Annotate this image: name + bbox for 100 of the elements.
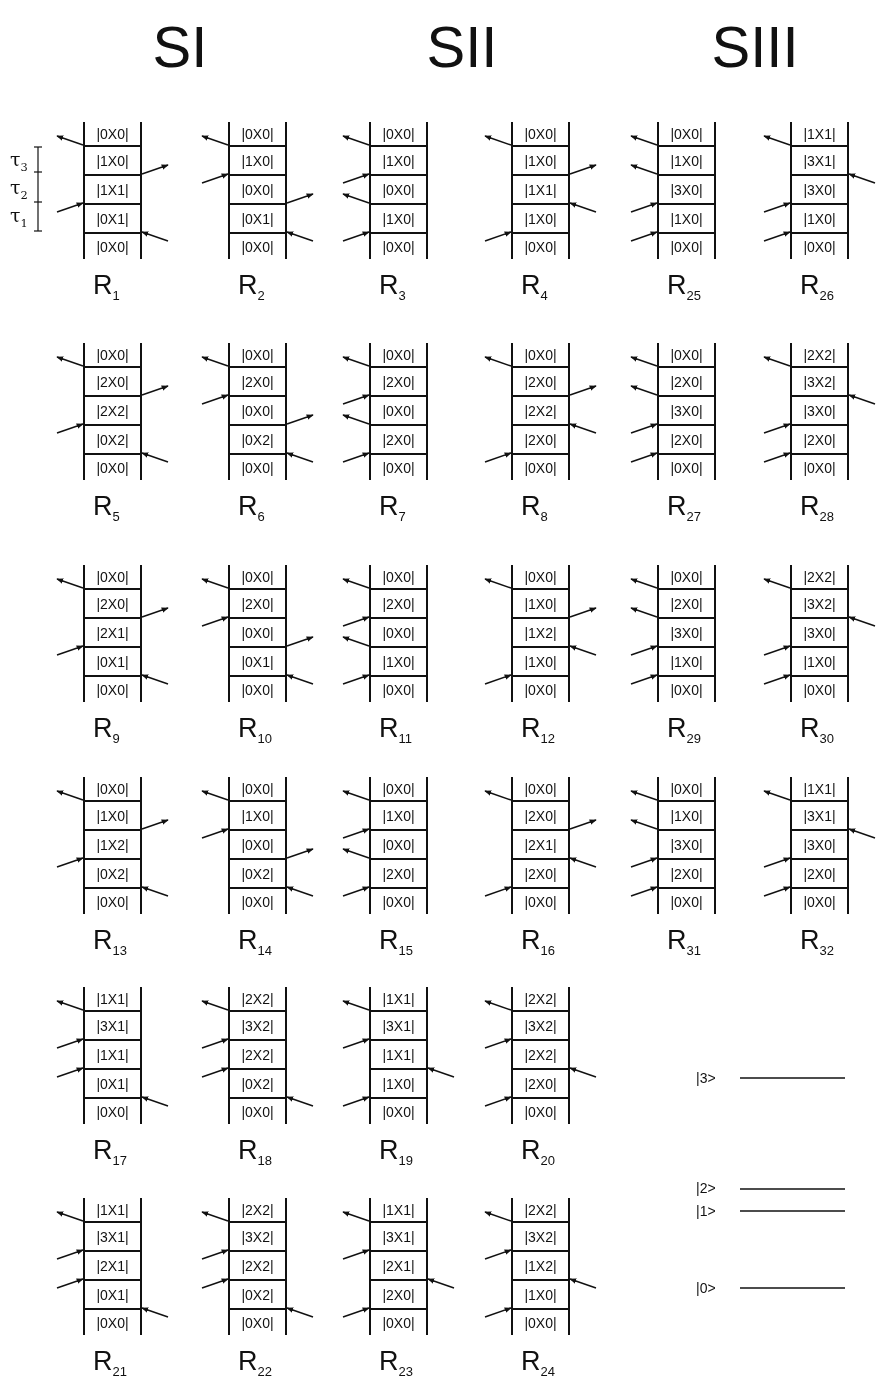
ladder-diagram — [511, 343, 570, 480]
state-label: |0X0| — [240, 567, 275, 587]
state-label: |0X0| — [792, 453, 847, 480]
state-label: |0X1| — [85, 203, 140, 232]
state-label: |0X2| — [85, 424, 140, 453]
arrow — [201, 1038, 229, 1049]
state-label: |1X2| — [513, 617, 568, 646]
arrow — [342, 1000, 370, 1011]
state-label: |0X0| — [85, 887, 140, 914]
state-label: |0X1| — [230, 203, 285, 232]
arrow — [286, 886, 314, 897]
state-label: |2X2| — [513, 395, 568, 424]
state-label: |2X0| — [513, 1068, 568, 1097]
arrow — [342, 394, 370, 405]
state-label: |2X2| — [523, 1200, 558, 1220]
state-label: |3X0| — [659, 617, 714, 646]
state-label: |0X0| — [371, 829, 426, 858]
state-label: |0X0| — [371, 1308, 426, 1335]
arrow — [569, 1067, 597, 1078]
state-label: |0X0| — [95, 345, 130, 365]
ladder-diagram — [369, 777, 428, 914]
arrow — [630, 790, 658, 801]
ladder-diagram — [511, 122, 570, 259]
state-label: |0X0| — [523, 779, 558, 799]
arrow — [342, 231, 370, 242]
arrow — [569, 202, 597, 213]
diagram-label: R$_{23}$ — [379, 1348, 413, 1379]
time-interval-label: τ$_{2}$ — [10, 178, 28, 202]
ladder-diagram — [83, 122, 142, 259]
state-label: |2X0| — [659, 366, 714, 395]
state-label: |2X1| — [513, 829, 568, 858]
diagram-label: R$_{3}$ — [379, 272, 406, 303]
state-label: |2X2| — [240, 989, 275, 1009]
state-label: |2X2| — [230, 1039, 285, 1068]
energy-level-label: |1> — [696, 1204, 716, 1218]
state-label: |3X2| — [792, 588, 847, 617]
state-label: |2X1| — [85, 1250, 140, 1279]
state-label: |0X0| — [659, 232, 714, 259]
state-label: |3X1| — [792, 145, 847, 174]
state-label: |2X0| — [371, 858, 426, 887]
time-interval-label: τ$_{3}$ — [10, 150, 28, 174]
state-label: |0X0| — [371, 617, 426, 646]
diagram-label: R$_{12}$ — [521, 715, 555, 746]
arrow — [286, 848, 314, 859]
arrow — [630, 674, 658, 685]
state-label: |3X2| — [792, 366, 847, 395]
diagram-label: R$_{10}$ — [238, 715, 272, 746]
arrow — [569, 423, 597, 434]
state-label: |2X0| — [85, 588, 140, 617]
diagram-label: R$_{6}$ — [238, 493, 265, 524]
diagram-label: R$_{32}$ — [800, 927, 834, 958]
state-label: |0X0| — [230, 174, 285, 203]
arrow — [286, 1307, 314, 1318]
arrow — [56, 1278, 84, 1289]
state-label: |1X0| — [85, 145, 140, 174]
state-label: |0X0| — [381, 567, 416, 587]
arrow — [342, 616, 370, 627]
diagram-label: R$_{28}$ — [800, 493, 834, 524]
ladder-diagram — [369, 122, 428, 259]
arrow — [484, 790, 512, 801]
state-label: |3X1| — [371, 1221, 426, 1250]
state-label: |1X0| — [792, 203, 847, 232]
state-label: |0X1| — [230, 646, 285, 675]
state-label: |0X0| — [371, 675, 426, 702]
diagram-label: R$_{20}$ — [521, 1137, 555, 1168]
state-label: |2X0| — [659, 424, 714, 453]
arrow — [569, 857, 597, 868]
ladder-diagram — [657, 343, 716, 480]
arrow — [763, 356, 791, 367]
arrow — [141, 607, 169, 618]
state-label: |1X0| — [371, 800, 426, 829]
arrow — [484, 674, 512, 685]
state-label: |1X1| — [513, 174, 568, 203]
diagram-label: R$_{26}$ — [800, 272, 834, 303]
state-label: |2X2| — [802, 345, 837, 365]
ladder-diagram — [790, 777, 849, 914]
state-label: |0X2| — [85, 858, 140, 887]
state-label: |0X0| — [513, 232, 568, 259]
arrow — [484, 578, 512, 589]
arrow — [201, 135, 229, 146]
state-label: |0X0| — [523, 567, 558, 587]
state-label: |2X0| — [513, 858, 568, 887]
diagram-label: R$_{19}$ — [379, 1137, 413, 1168]
diagram-label: R$_{27}$ — [667, 493, 701, 524]
state-label: |0X0| — [371, 395, 426, 424]
state-label: |0X0| — [381, 779, 416, 799]
arrow — [484, 1096, 512, 1107]
arrow — [342, 1249, 370, 1260]
arrow — [56, 1000, 84, 1011]
arrow — [342, 356, 370, 367]
arrow — [286, 636, 314, 647]
state-label: |0X2| — [230, 1279, 285, 1308]
state-label: |1X0| — [513, 646, 568, 675]
state-label: |1X0| — [513, 203, 568, 232]
arrow — [763, 790, 791, 801]
state-label: |0X0| — [523, 124, 558, 144]
arrow — [484, 231, 512, 242]
arrow — [342, 674, 370, 685]
arrow — [342, 135, 370, 146]
arrow — [56, 857, 84, 868]
